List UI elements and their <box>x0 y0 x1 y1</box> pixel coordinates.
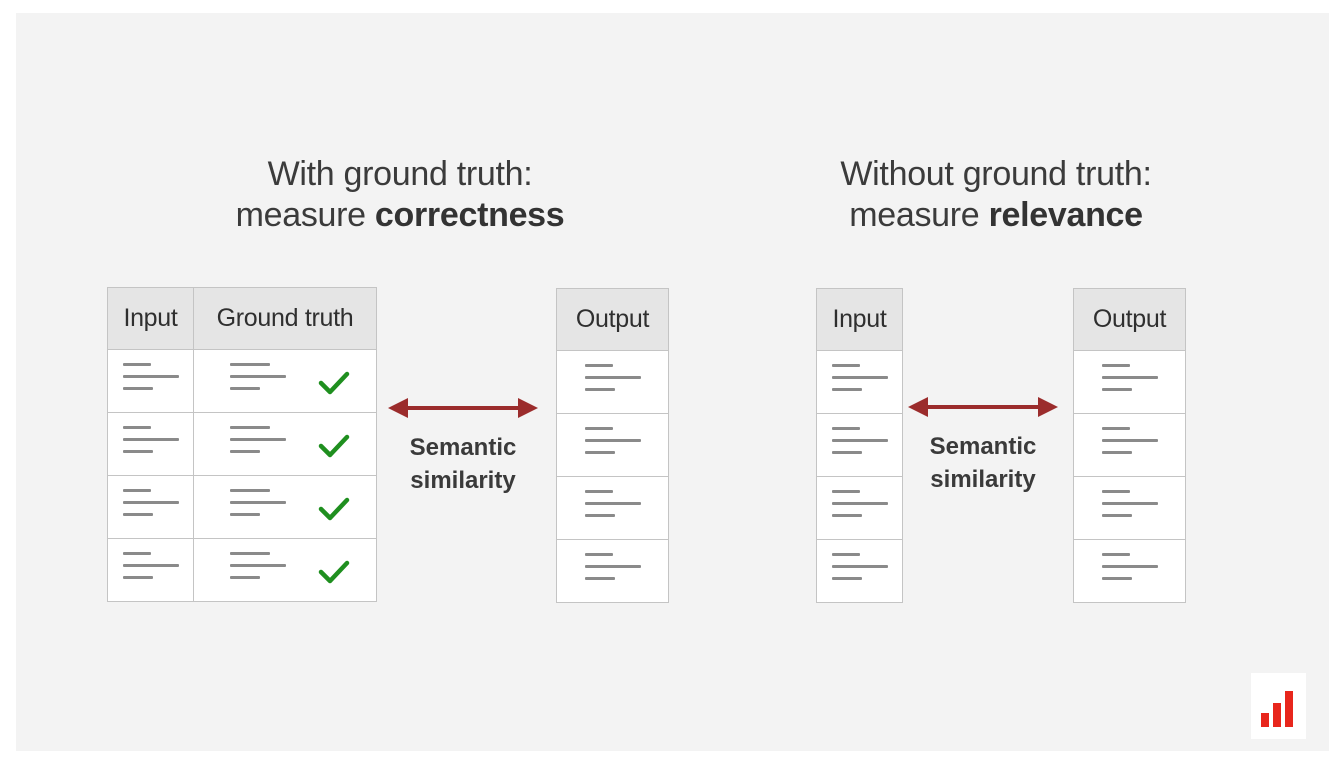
table-row <box>556 413 669 477</box>
table-row <box>816 413 903 477</box>
text-lines-icon <box>122 489 179 516</box>
slide-canvas: With ground truth: measure correctness W… <box>16 13 1329 751</box>
input-column-header: Input <box>107 287 194 350</box>
text-cell <box>816 476 903 540</box>
left-title-bold: correctness <box>374 196 565 234</box>
semantic-similarity-label-left: Semantic similarity <box>388 431 538 497</box>
left-title-prefix: measure <box>235 196 375 234</box>
check-icon <box>318 434 350 458</box>
left-title-line2: measure correctness <box>190 195 610 236</box>
text-cell <box>556 539 669 603</box>
table-row <box>1073 350 1186 414</box>
text-cell <box>816 539 903 603</box>
input-cell <box>107 475 194 539</box>
ground-truth-cell <box>193 349 377 413</box>
text-lines-icon <box>122 552 179 579</box>
text-lines-icon <box>584 427 641 454</box>
output-column-header: Output <box>556 288 669 351</box>
table-row <box>107 349 377 413</box>
right-title-prefix: measure <box>849 196 989 234</box>
table-row <box>816 539 903 603</box>
check-icon <box>318 371 350 395</box>
right-input-table: Input <box>816 288 903 603</box>
text-lines-icon <box>831 553 888 580</box>
text-lines-icon <box>831 364 888 391</box>
text-cell <box>1073 539 1186 603</box>
check-icon <box>318 560 350 584</box>
right-title: Without ground truth: measure relevance <box>786 154 1206 236</box>
right-input-column-header: Input <box>816 288 903 351</box>
check-icon <box>318 497 350 521</box>
text-cell <box>556 350 669 414</box>
text-lines-icon <box>230 363 286 390</box>
right-title-line2: measure relevance <box>786 195 1206 236</box>
table-row <box>816 350 903 414</box>
ground-truth-column-header: Ground truth <box>193 287 377 350</box>
text-lines-icon <box>584 490 641 517</box>
table-row <box>1073 539 1186 603</box>
text-lines-icon <box>831 490 888 517</box>
left-title: With ground truth: measure correctness <box>190 154 610 236</box>
right-output-column-header: Output <box>1073 288 1186 351</box>
input-ground-truth-rows <box>107 349 377 602</box>
right-title-line1: Without ground truth: <box>840 155 1152 193</box>
text-lines-icon <box>1101 553 1158 580</box>
input-cell <box>107 349 194 413</box>
right-output-rows <box>1073 350 1186 603</box>
table-row <box>107 538 377 602</box>
left-title-line1: With ground truth: <box>267 155 533 193</box>
text-cell <box>1073 413 1186 477</box>
table-row <box>107 412 377 476</box>
text-lines-icon <box>1101 427 1158 454</box>
left-output-rows <box>556 350 669 603</box>
table-row <box>107 475 377 539</box>
table-row <box>1073 413 1186 477</box>
similarity-label-line2: similarity <box>930 466 1036 493</box>
ground-truth-cell <box>193 538 377 602</box>
semantic-similarity-label-right: Semantic similarity <box>908 430 1058 496</box>
text-lines-icon <box>122 426 179 453</box>
bar-chart-logo-icon <box>1251 673 1306 739</box>
text-lines-icon <box>230 489 286 516</box>
table-row <box>816 476 903 540</box>
input-ground-truth-table: Input Ground truth <box>107 287 377 602</box>
text-cell <box>816 413 903 477</box>
right-title-bold: relevance <box>988 196 1144 234</box>
text-lines-icon <box>1101 364 1158 391</box>
semantic-label-line1: Semantic <box>409 434 517 461</box>
table-row <box>556 539 669 603</box>
text-lines-icon <box>584 364 641 391</box>
input-cell <box>107 538 194 602</box>
double-arrow-icon <box>388 398 538 418</box>
left-output-table: Output <box>556 288 669 603</box>
table-row <box>556 350 669 414</box>
text-cell <box>1073 350 1186 414</box>
text-lines-icon <box>1101 490 1158 517</box>
double-arrow-icon <box>908 397 1058 417</box>
text-lines-icon <box>584 553 641 580</box>
text-lines-icon <box>230 426 286 453</box>
text-lines-icon <box>831 427 888 454</box>
text-lines-icon <box>122 363 179 390</box>
similarity-label-line2: similarity <box>410 467 516 494</box>
text-cell <box>556 413 669 477</box>
text-cell <box>556 476 669 540</box>
semantic-label-line1: Semantic <box>929 433 1037 460</box>
right-output-table: Output <box>1073 288 1186 603</box>
table-row <box>1073 476 1186 540</box>
table-row <box>556 476 669 540</box>
right-input-rows <box>816 350 903 603</box>
text-cell <box>1073 476 1186 540</box>
ground-truth-cell <box>193 412 377 476</box>
ground-truth-cell <box>193 475 377 539</box>
input-cell <box>107 412 194 476</box>
text-cell <box>816 350 903 414</box>
text-lines-icon <box>230 552 286 579</box>
